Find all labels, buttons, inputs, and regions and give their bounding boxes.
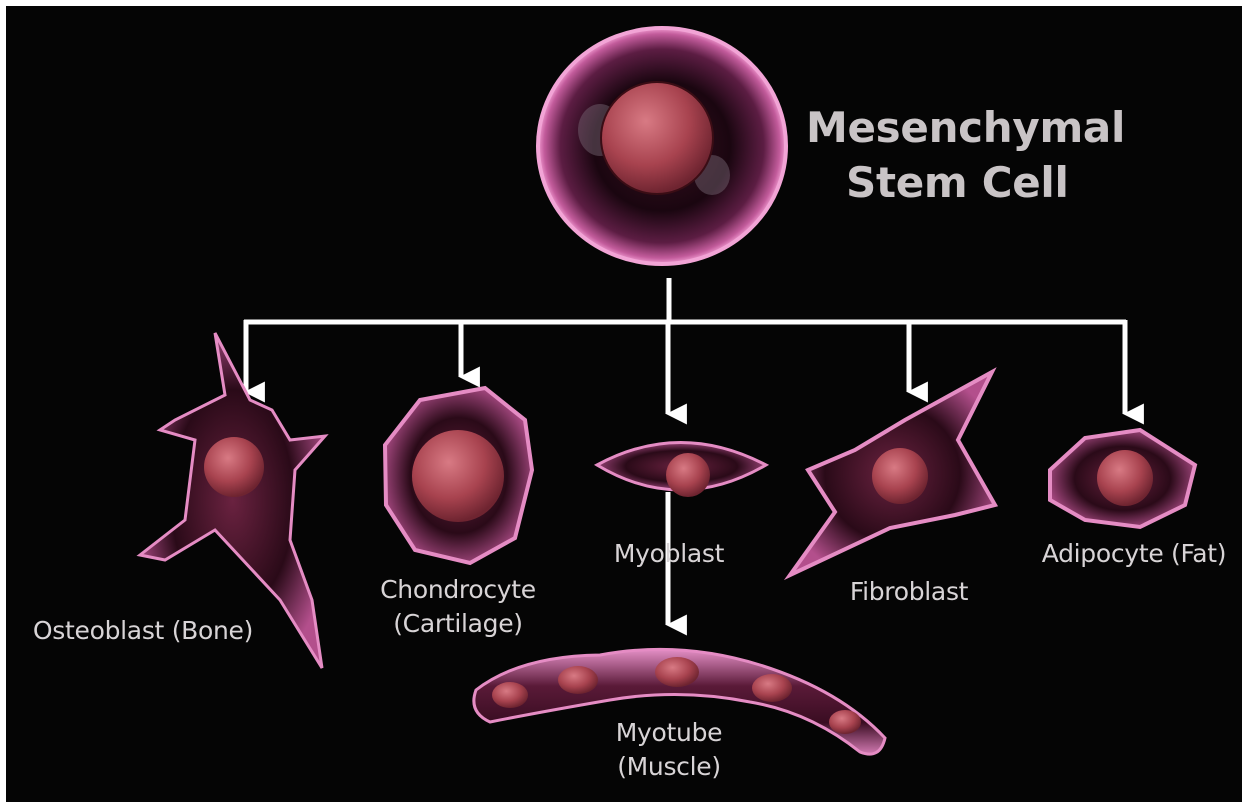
- myotube-label-line-2: (Muscle): [616, 750, 722, 784]
- fibroblast-cell: [790, 372, 995, 575]
- chondrocyte-label: Chondrocyte (Cartilage): [380, 573, 536, 641]
- chondrocyte-cell: [385, 388, 532, 563]
- title-line-2: Stem Cell: [806, 155, 1125, 210]
- osteoblast-nucleus: [204, 437, 264, 497]
- mesenchymal-stem-cell: [538, 28, 786, 264]
- myotube-nucleus: [752, 674, 792, 702]
- myotube-nucleus: [558, 666, 598, 694]
- chondrocyte-label-line-1: Chondrocyte: [380, 573, 536, 607]
- fibroblast-nucleus: [872, 448, 928, 504]
- adipocyte-nucleus: [1097, 450, 1153, 506]
- stem-cell-nucleus: [601, 82, 713, 194]
- adipocyte-label: Adipocyte (Fat): [1042, 537, 1227, 571]
- chondrocyte-label-line-2: (Cartilage): [380, 607, 536, 641]
- stem-cell-title: Mesenchymal Stem Cell: [806, 100, 1125, 210]
- myotube-nucleus: [492, 682, 528, 708]
- myotube-label: Myotube (Muscle): [616, 716, 722, 784]
- chondrocyte-nucleus: [412, 430, 504, 522]
- myoblast-cell: [597, 443, 766, 498]
- myoblast-nucleus: [666, 453, 710, 497]
- myotube-label-line-1: Myotube: [616, 716, 722, 750]
- adipocyte-cell: [1050, 430, 1195, 527]
- title-line-1: Mesenchymal: [806, 100, 1125, 155]
- myotube-nucleus: [829, 710, 861, 734]
- myotube-nucleus: [655, 657, 699, 687]
- osteoblast-label: Osteoblast (Bone): [33, 614, 253, 648]
- myoblast-label: Myoblast: [614, 537, 724, 571]
- fibroblast-label: Fibroblast: [850, 575, 968, 609]
